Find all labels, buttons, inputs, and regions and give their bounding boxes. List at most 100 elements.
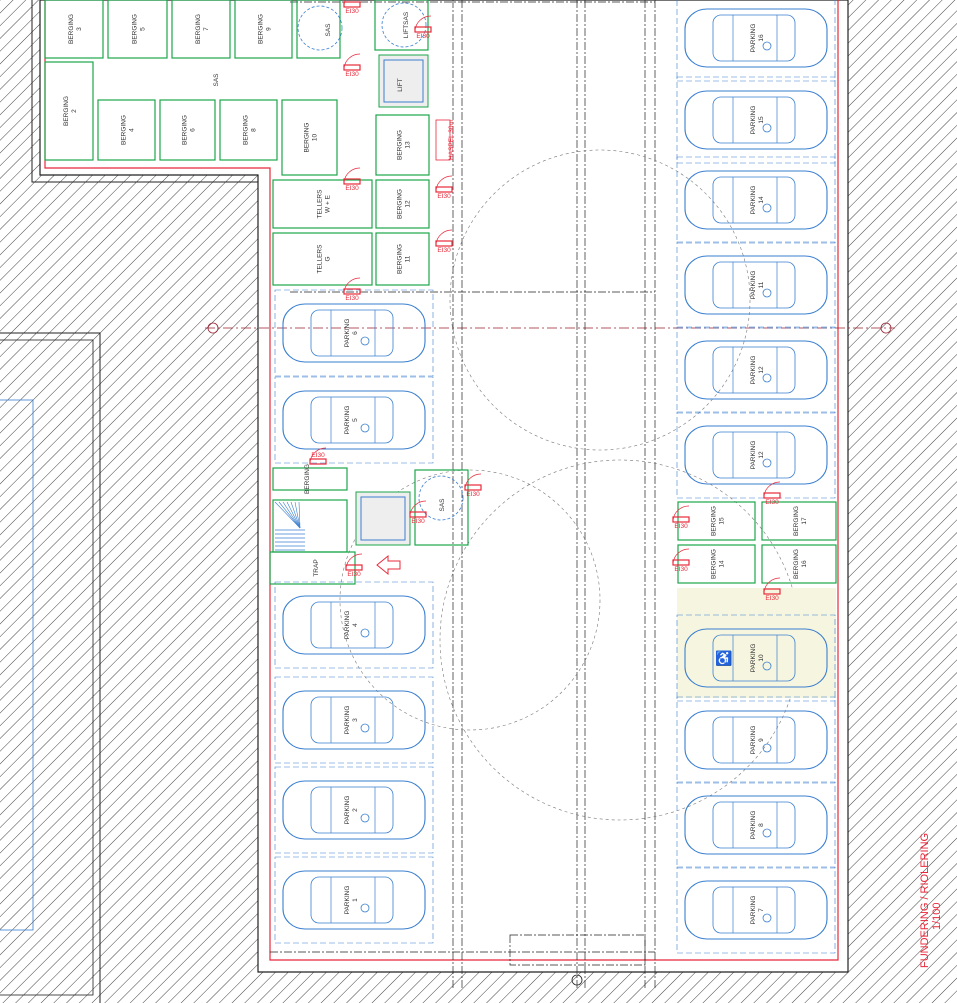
room-outline [677,544,756,584]
parking-label: PARKING [750,896,757,925]
parking-bay-outline [676,241,836,329]
room-outline [171,0,231,59]
door-rating: EI30 [345,295,359,302]
room-outline [375,114,430,176]
room-label: BERGING [132,14,139,44]
steering-wheel-icon [360,723,370,733]
turning-circle [449,149,751,451]
parking-bay-outline [676,411,836,499]
fire-door: EI30 [343,277,361,302]
room-number: 4 [129,128,136,132]
parking-bay-outline [676,696,836,784]
car-icon [684,340,828,400]
drawing-scale: 1/100 [931,902,943,930]
room-label: BERGING [711,549,718,579]
parking-label: PARKING [750,644,757,673]
car-icon [282,780,426,840]
car-icon [684,628,828,688]
car-icon [282,870,426,930]
steering-wheel-icon [360,628,370,638]
room-label: LIFT [397,78,404,91]
room-label: BERGING [63,96,70,126]
room-number: 16 [801,560,808,568]
room-label: BERGING [793,549,800,579]
room-label: BERGING [182,115,189,145]
room-outline [281,99,338,176]
parking-number: 1 [352,898,359,902]
parking-label: PARKING [344,706,351,735]
fire-door: EI30 [435,229,453,254]
lift-cabin [383,59,424,103]
room-outline [272,179,373,229]
steering-wheel-icon [360,813,370,823]
parking-number: 4 [352,623,359,627]
parking-label: PARKING [750,24,757,53]
door-rating: EI30 [437,193,451,200]
fire-door: EI30 [409,500,427,525]
steering-wheel-icon [762,123,772,133]
parking-bay-outline [676,326,836,414]
parking-label: PARKING [750,186,757,215]
wheelchair-turning-circle [381,2,427,48]
room-number: 14 [719,560,726,568]
parking-number: 8 [758,823,765,827]
liftsas-room [374,0,429,51]
room-label: SAS [439,498,446,512]
parking-number: 11 [758,281,765,288]
room-number: 6 [190,128,197,132]
car-icon [684,425,828,485]
parking-label: PARKING [750,811,757,840]
fire-door: EI30 [464,473,482,498]
steering-wheel-icon [360,336,370,346]
wheelchair-turning-circle [297,5,343,51]
parking-bay-outline [676,781,836,869]
door-rating: EI30 [674,523,688,530]
room-label: SAS [325,23,332,37]
door-rating: EI30 [311,452,325,459]
parking-label: PARKING [344,406,351,435]
room-outline [44,0,104,59]
door-rating: EI30 [411,518,425,525]
lift-shaft [355,491,411,546]
room-number: 7 [203,27,210,31]
room-number: 2 [71,109,78,113]
steering-wheel-icon [360,423,370,433]
sas-room [414,469,469,546]
car-icon [282,390,426,450]
room-number: 5 [140,27,147,31]
parking-number: 14 [758,196,765,204]
room-label: BERGING [195,14,202,44]
parking-bay-outline [676,0,836,82]
parking-number: 12 [758,451,765,459]
room-label: BERGING [68,14,75,44]
lift-shaft [378,54,429,108]
lift-cabin [360,496,406,541]
room-label: BERGING [304,123,311,153]
parking-label: PARKING [344,886,351,915]
room-label: LIFTSAS [403,11,410,38]
room-number: 17 [801,517,808,525]
steering-wheel-icon [762,743,772,753]
steering-wheel-icon [762,41,772,51]
car-icon [282,690,426,750]
doors: EI30EI30EI30EI30EI30EI30EI30EI30EI30EI30… [309,0,781,602]
steering-wheel-icon [762,913,772,923]
door-rating: EI30 [345,185,359,192]
room-number: 8 [251,128,258,132]
adjacent-building-outline [0,332,101,1003]
fire-door: EI30 [345,553,363,578]
room-label: BERGING [243,115,250,145]
